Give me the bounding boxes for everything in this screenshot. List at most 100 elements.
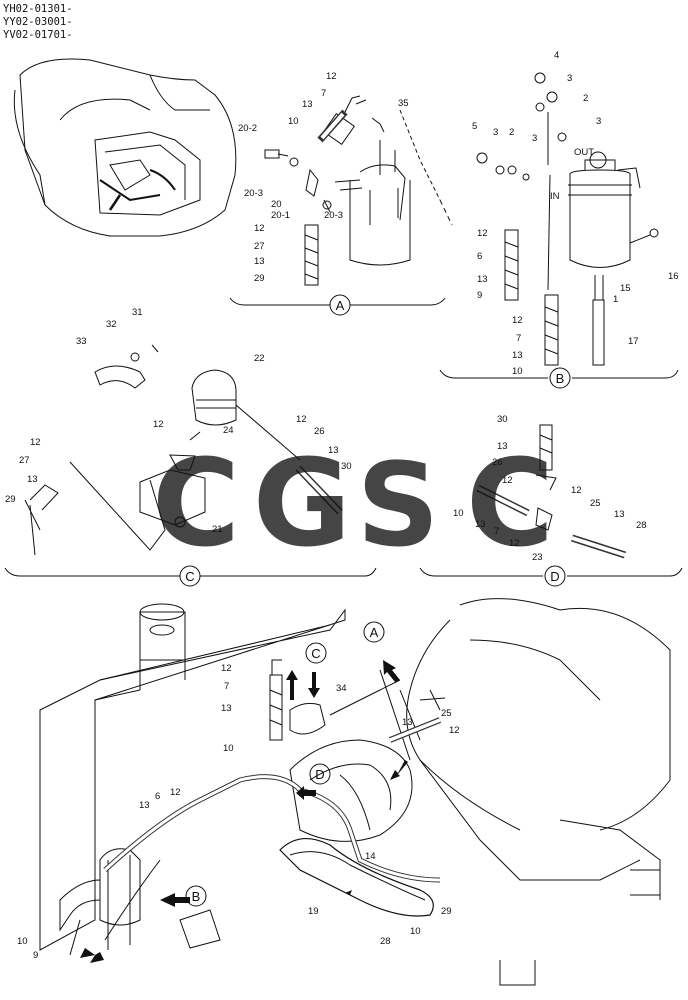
view-c-callout: 12 bbox=[30, 437, 41, 448]
view-b-callout: 3 bbox=[567, 73, 572, 84]
main-callout: 12 bbox=[221, 663, 232, 674]
watermark-letter: S bbox=[357, 439, 440, 573]
view-d-callout: 13 bbox=[614, 509, 625, 520]
view-b-callout: 7 bbox=[516, 333, 521, 344]
view-b-callout: 9 bbox=[477, 290, 482, 301]
view-b-callout: 4 bbox=[554, 50, 559, 61]
view-d-callout: 28 bbox=[636, 520, 647, 531]
main-marker-c: C bbox=[311, 646, 320, 661]
view-b-callout: 12 bbox=[512, 315, 523, 326]
view-d-callout: 12 bbox=[502, 475, 513, 486]
view-b-callout: 1 bbox=[613, 294, 618, 305]
view-d-group bbox=[419, 424, 683, 587]
view-d-letter: D bbox=[550, 569, 559, 584]
view-c-callout: 24 bbox=[223, 425, 234, 436]
view-b-callout: 15 bbox=[620, 283, 631, 294]
view-markers bbox=[185, 621, 385, 907]
watermark-letter: C bbox=[152, 435, 240, 574]
view-b-callout: 17 bbox=[628, 336, 639, 347]
view-b-callout: 13 bbox=[477, 274, 488, 285]
view-a-callout: 20-3 bbox=[324, 210, 343, 221]
flow-arrows bbox=[80, 660, 408, 963]
main-callout: 7 bbox=[224, 681, 229, 692]
view-a-callout: 12 bbox=[326, 71, 337, 82]
view-a-callout: 20-2 bbox=[238, 123, 257, 134]
view-a-callout: 27 bbox=[254, 241, 265, 252]
view-c-callout: 13 bbox=[27, 474, 38, 485]
view-d-callout: 26 bbox=[492, 457, 503, 468]
view-c-callout: 12 bbox=[296, 414, 307, 425]
view-d-callout: 23 bbox=[532, 552, 543, 563]
watermark-letter: G bbox=[253, 435, 352, 574]
view-b-callout: OUT bbox=[574, 147, 594, 158]
view-d-callout: 12 bbox=[571, 485, 582, 496]
view-b-callout: 13 bbox=[512, 350, 523, 361]
view-b-letter: B bbox=[556, 371, 565, 386]
view-b-callout: 2 bbox=[509, 127, 514, 138]
view-c-callout: 33 bbox=[76, 336, 87, 347]
main-callout: 9 bbox=[33, 950, 38, 961]
main-callout: 13 bbox=[221, 703, 232, 714]
view-b-callout: 5 bbox=[472, 121, 477, 132]
watermark: C G S C bbox=[152, 435, 554, 574]
view-c-callout: 21 bbox=[212, 524, 223, 535]
watermark-letter: C bbox=[466, 435, 554, 574]
main-callout: 12 bbox=[170, 787, 181, 798]
view-d-callout: 12 bbox=[509, 538, 520, 549]
machine-overview-sketch bbox=[13, 58, 237, 237]
main-callout: 25 bbox=[441, 708, 452, 719]
serial-range-2: YY02-03001- bbox=[3, 16, 73, 28]
view-a-callout: 29 bbox=[254, 273, 265, 284]
main-callout: 12 bbox=[449, 725, 460, 736]
view-b-callout: 3 bbox=[532, 133, 537, 144]
view-c-callout: 22 bbox=[254, 353, 265, 364]
view-b-callout: 16 bbox=[668, 271, 679, 282]
view-a-callout: 12 bbox=[254, 223, 265, 234]
view-c-letter: C bbox=[185, 569, 194, 584]
view-a-group bbox=[229, 95, 453, 316]
view-b-callout: 2 bbox=[583, 93, 588, 104]
view-c-callout: 30 bbox=[341, 461, 352, 472]
view-d-callout: 10 bbox=[453, 508, 464, 519]
main-marker-d: D bbox=[315, 767, 324, 782]
main-installation-view bbox=[39, 598, 671, 986]
view-a-callout: 35 bbox=[398, 98, 409, 109]
view-c-callout: 12 bbox=[153, 419, 164, 430]
view-b-callout: 12 bbox=[477, 228, 488, 239]
view-b-callout: IN bbox=[550, 191, 560, 202]
view-c-callout: 29 bbox=[5, 494, 16, 505]
view-a-letter: A bbox=[336, 298, 345, 313]
view-a-callout: 20 bbox=[271, 199, 282, 210]
main-marker-b: B bbox=[192, 889, 201, 904]
view-d-callout: 25 bbox=[590, 498, 601, 509]
view-c-callout: 27 bbox=[19, 455, 30, 466]
view-d-callout: 30 bbox=[497, 414, 508, 425]
view-c-callout: 31 bbox=[132, 307, 143, 318]
view-b-callout: 3 bbox=[493, 127, 498, 138]
serial-range-3: YV02-01701- bbox=[3, 29, 73, 41]
view-a-callout: 7 bbox=[321, 88, 326, 99]
view-a-callout: 20-3 bbox=[244, 188, 263, 199]
main-callout: 13 bbox=[402, 717, 413, 728]
main-callout: 6 bbox=[155, 791, 160, 802]
main-callout: 28 bbox=[380, 936, 391, 947]
view-a-callout: 13 bbox=[254, 256, 265, 267]
view-c-callout: 26 bbox=[314, 426, 325, 437]
view-b-group bbox=[439, 72, 679, 389]
main-callout: 19 bbox=[308, 906, 319, 917]
view-d-callout: 13 bbox=[497, 441, 508, 452]
main-callout: 10 bbox=[410, 926, 421, 937]
view-c-callout: 32 bbox=[106, 319, 117, 330]
view-c-callout: 13 bbox=[328, 445, 339, 456]
view-a-callout: 20-1 bbox=[271, 210, 290, 221]
view-c-group bbox=[4, 344, 377, 587]
serial-range-1: YH02-01301- bbox=[3, 3, 73, 15]
view-b-callout: 3 bbox=[596, 116, 601, 127]
main-callout: 10 bbox=[223, 743, 234, 754]
main-callout: 14 bbox=[365, 851, 376, 862]
main-callout: 10 bbox=[17, 936, 28, 947]
main-marker-a: A bbox=[370, 625, 379, 640]
main-callout: 29 bbox=[441, 906, 452, 917]
